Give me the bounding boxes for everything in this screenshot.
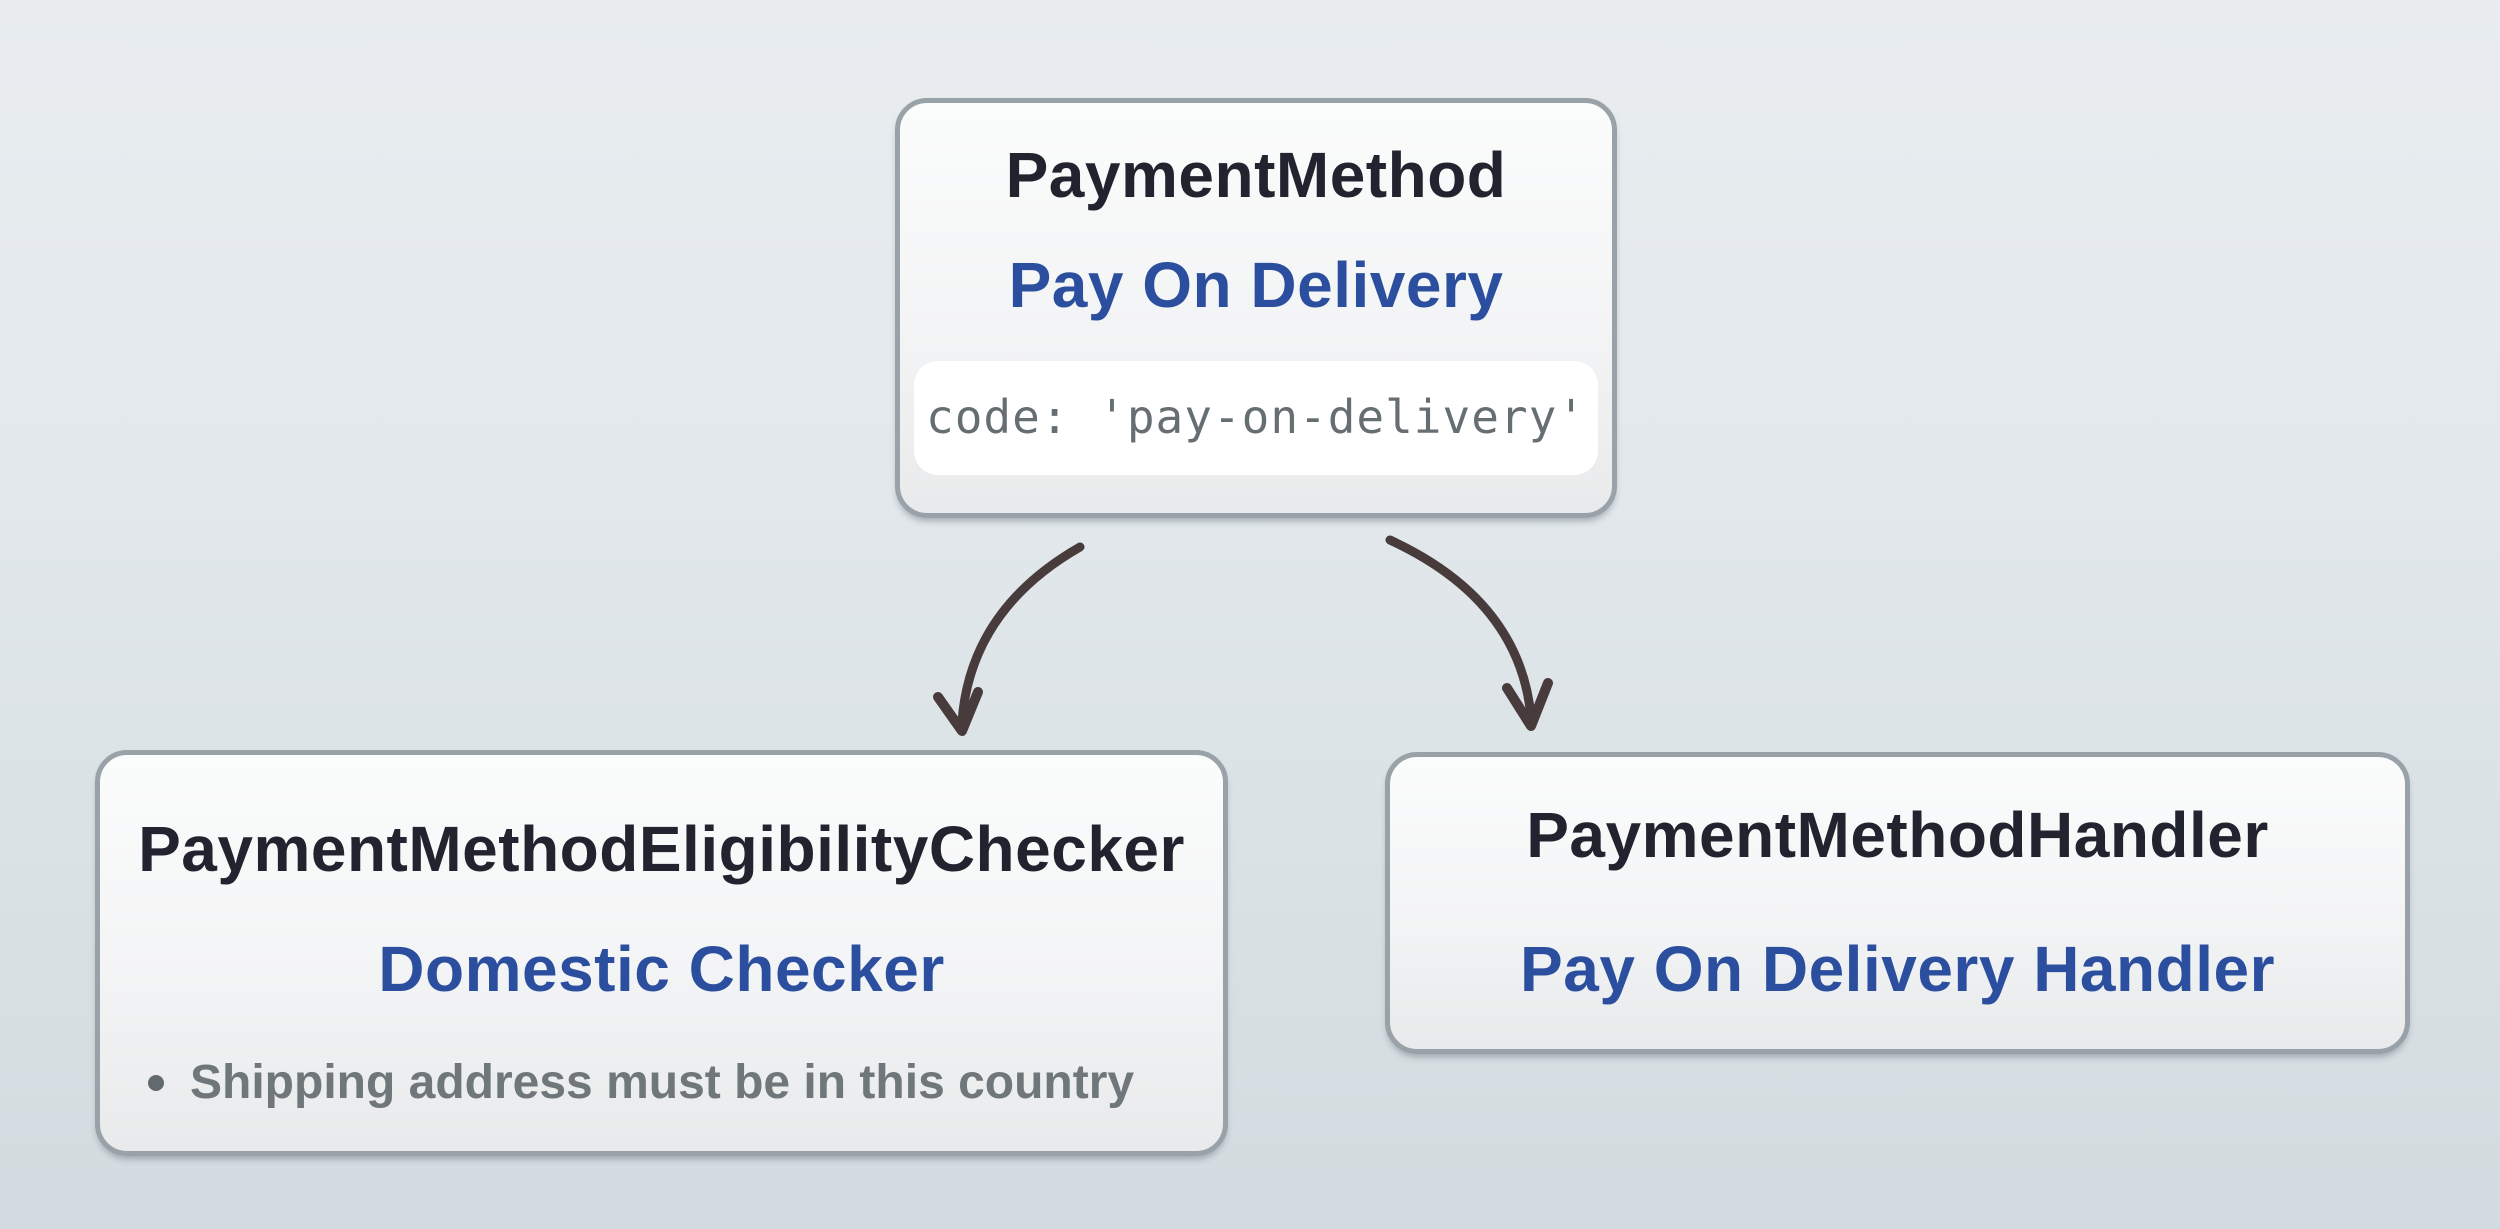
handler-label: Pay On Delivery Handler bbox=[1520, 933, 2275, 1005]
eligibility-checker-title: PaymentMethodEligibilityChecker bbox=[138, 813, 1185, 885]
handler-node: PaymentMethodHandler Pay On Delivery Han… bbox=[1385, 752, 2410, 1054]
eligibility-rule-text: Shipping address must be in this country bbox=[190, 1056, 1135, 1109]
handler-title: PaymentMethodHandler bbox=[1526, 799, 2269, 871]
eligibility-rule-item: Shipping address must be in this country bbox=[148, 1057, 1207, 1109]
arrow-to-handler bbox=[1385, 535, 1553, 731]
eligibility-checker-node: PaymentMethodEligibilityChecker Domestic… bbox=[95, 750, 1228, 1156]
bullet-icon bbox=[148, 1075, 164, 1091]
arrow-to-eligibility-checker bbox=[933, 542, 1085, 736]
eligibility-checker-label: Domestic Checker bbox=[378, 933, 945, 1005]
payment-method-code-chip: code: 'pay-on-delivery' bbox=[914, 361, 1598, 475]
payment-method-node: PaymentMethod Pay On Delivery code: 'pay… bbox=[895, 98, 1617, 518]
payment-method-title: PaymentMethod bbox=[1005, 139, 1507, 211]
payment-method-code: code: 'pay-on-delivery' bbox=[926, 390, 1586, 444]
payment-method-label: Pay On Delivery bbox=[1008, 249, 1504, 321]
